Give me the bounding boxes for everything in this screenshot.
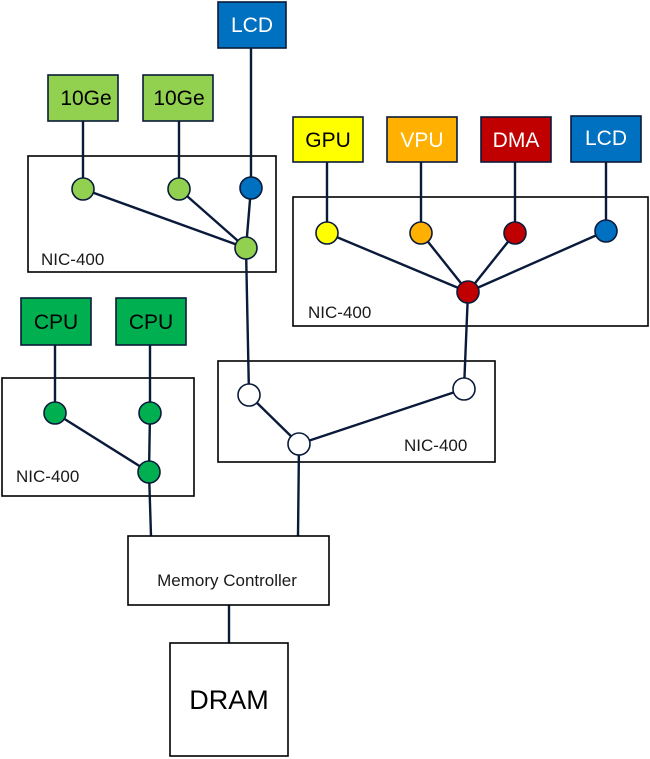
node-dma <box>503 221 527 245</box>
cpu-block-2: CPU <box>115 297 187 346</box>
memory-controller-label: Memory Controller <box>157 571 297 590</box>
nic-top-left-label: NIC-400 <box>41 250 104 269</box>
wire-vpu-merge <box>420 232 469 293</box>
node-10ge-1 <box>71 177 95 201</box>
wire-cpu-1-merge <box>54 411 150 474</box>
node-10ge-2 <box>167 177 191 201</box>
lcd-top-block: LCD <box>217 1 287 49</box>
node-center-right <box>452 377 476 401</box>
gpu-block: GPU <box>292 116 364 163</box>
wire-dma-merge <box>467 232 516 293</box>
node-topleft-merge <box>234 236 258 260</box>
cpu-2-label: CPU <box>129 311 173 334</box>
nic-right-frame <box>292 196 649 327</box>
10ge-block-1: 10Ge <box>47 74 119 122</box>
wire-topleft-to-center <box>244 247 251 396</box>
node-gpu <box>315 221 339 245</box>
node-cpu-1 <box>43 401 67 425</box>
nic-center-frame <box>217 360 496 463</box>
nic-left-frame <box>1 377 195 497</box>
gpu-label: GPU <box>305 129 351 152</box>
10ge-2-label: 10Ge <box>153 87 204 110</box>
wire-gpu-merge <box>326 231 469 294</box>
cpu-1-label: CPU <box>34 311 78 334</box>
nic-right-label: NIC-400 <box>308 303 371 322</box>
10ge-1-label: 10Ge <box>60 87 111 110</box>
node-center-merge <box>287 432 311 456</box>
wire-10ge-1-merge <box>82 187 247 250</box>
dram-block: DRAM <box>169 642 289 757</box>
dma-label: DMA <box>493 129 540 152</box>
memory-controller-block: Memory Controller <box>127 535 330 606</box>
wire-lcd-right-merge <box>467 229 607 294</box>
wire-center-right-merge <box>298 387 465 446</box>
node-cpu-2 <box>138 401 162 425</box>
node-center-left <box>237 383 261 407</box>
wire-10ge-2-merge <box>178 188 247 249</box>
10ge-block-2: 10Ge <box>142 74 214 122</box>
node-right-merge <box>456 280 480 304</box>
cpu-block-1: CPU <box>20 297 92 346</box>
node-left-merge <box>137 460 161 484</box>
wire-center-to-mc <box>296 443 301 537</box>
vpu-block: VPU <box>386 116 458 163</box>
node-lcd-right <box>594 219 618 243</box>
lcd-right-label: LCD <box>585 127 627 150</box>
wire-right-to-center <box>462 291 470 390</box>
node-vpu <box>409 221 433 245</box>
nic-top-left-frame <box>27 155 277 273</box>
lcd-top-label: LCD <box>231 14 273 37</box>
lcd-right-block: LCD <box>570 115 642 163</box>
dma-block: DMA <box>480 116 552 163</box>
nic-center-label: NIC-400 <box>404 436 467 455</box>
dram-label: DRAM <box>189 685 269 715</box>
vpu-label: VPU <box>400 129 443 152</box>
nic-left-label: NIC-400 <box>16 467 79 486</box>
node-lcd-top <box>239 176 263 200</box>
